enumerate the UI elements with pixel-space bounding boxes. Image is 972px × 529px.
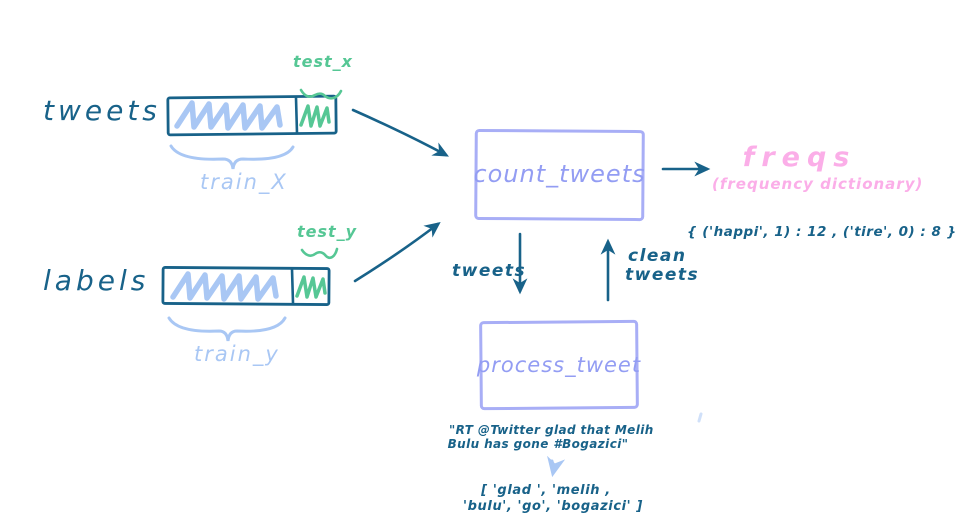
test-y-label: test_y [297, 222, 358, 241]
process-tweet-box [479, 319, 639, 411]
raw-tweet-line1: "RT @Twitter glad that Melih [449, 423, 654, 437]
test-y-scribble [295, 275, 327, 299]
tweets-array-shape [166, 94, 338, 137]
count-tweets-box [474, 128, 645, 222]
process-tweet-label: process_tweet [476, 352, 642, 377]
test-x-label: test_x [293, 52, 353, 71]
tokens-line2: 'bulu', 'go', 'bogazici' ] [463, 499, 643, 514]
edge-label-clean-line2: tweets [625, 265, 700, 285]
test-x-scribble [299, 104, 331, 128]
arrow-labels-to-count [353, 221, 441, 283]
test-y-brace [300, 247, 339, 260]
edge-label-tweets: tweets [452, 261, 527, 281]
count-tweets-label: count_tweets [473, 160, 646, 189]
tweets-label: tweets [43, 94, 161, 127]
train-x-scribble [174, 100, 283, 131]
freqs-title: freqs [742, 142, 857, 173]
raw-tweet-line2: Bulu has gone #Bogazici" [447, 437, 629, 451]
edge-label-clean-line1: clean [628, 246, 687, 266]
labels-array-shape [161, 266, 331, 306]
arrow-tweets-to-count [351, 108, 449, 157]
arrow-raw-to-tokens [547, 455, 566, 478]
train-x-label: train_X [200, 170, 288, 194]
train-x-brace [169, 144, 295, 170]
train-y-scribble [170, 271, 279, 302]
train-y-label: train_y [194, 342, 280, 366]
train-y-brace [167, 316, 287, 342]
freqs-example: { ('happi', 1) : 12 , ('tire', 0) : 8 } [687, 224, 957, 240]
tokens-line1: [ 'glad ', 'melih , [481, 483, 611, 498]
labels-label: labels [43, 264, 150, 297]
freqs-subtitle: (frequency dictionary) [712, 175, 924, 193]
stray-mark [697, 412, 703, 423]
test-x-brace [299, 88, 343, 100]
